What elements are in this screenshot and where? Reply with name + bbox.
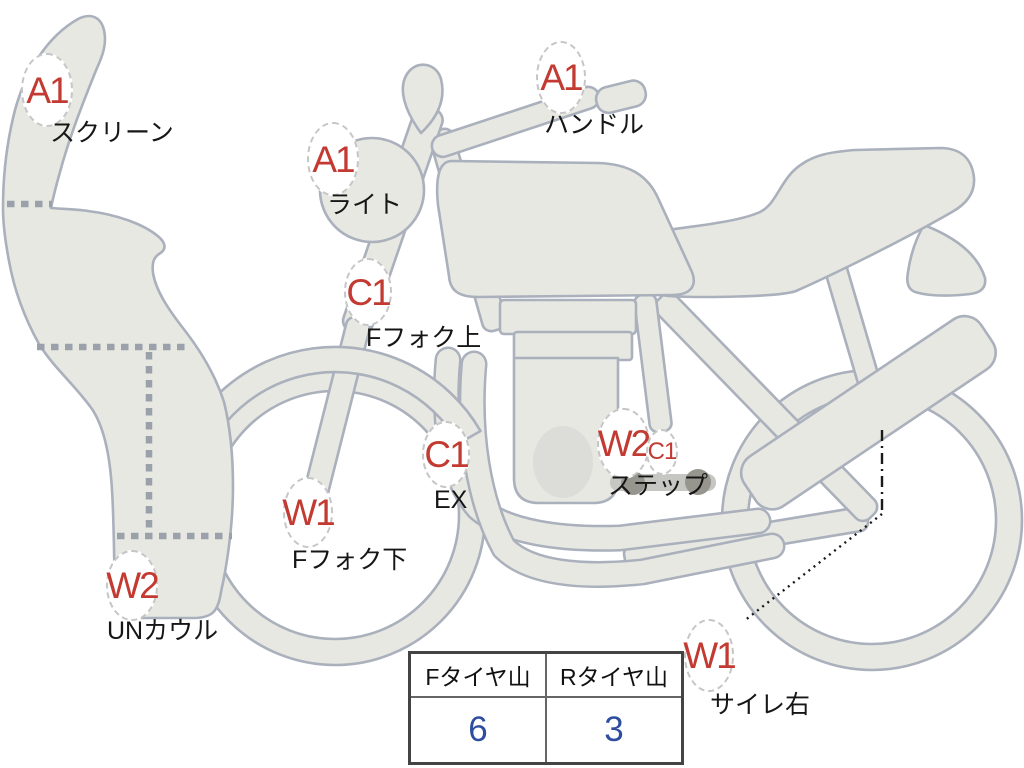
marker-bubble-step-secondary: C1: [646, 429, 678, 475]
marker-label-silencer-right: サイレ右: [710, 691, 811, 719]
marker-label-step: ステップ: [608, 472, 709, 500]
marker-label-front-fork-lower: Fフォク下: [292, 546, 408, 574]
marker-code: C1: [424, 434, 469, 475]
marker-bubble-step: W2: [597, 408, 651, 479]
marker-label-under-cowl: UNカウル: [107, 617, 219, 645]
marker-code: C1: [647, 438, 678, 465]
marker-bubble-front-fork-upper: C1: [344, 258, 392, 326]
front-fender: [171, 345, 482, 480]
marker-label-exhaust: EX: [434, 486, 468, 514]
marker-label-front-fork-upper: Fフォク上: [366, 324, 482, 352]
front-tire-header: Fタイヤ山: [408, 651, 547, 698]
fuel-tank: [435, 159, 695, 299]
marker-code: W2: [106, 565, 159, 606]
marker-code: W1: [683, 635, 736, 676]
marker-bubble-exhaust: C1: [422, 421, 470, 488]
rear-tire-header: Rタイヤ山: [545, 651, 684, 698]
marker-bubble-handlebar: A1: [536, 41, 586, 114]
marker-label-handlebar: ハンドル: [544, 111, 645, 139]
cowl-panel-lines: [7, 200, 232, 540]
leader-lines: [743, 430, 884, 622]
tail-cowl: [906, 223, 987, 297]
front-cowl: [1, 14, 235, 620]
marker-label-screen: スクリーン: [50, 119, 174, 147]
mirror: [401, 63, 444, 135]
front-tire-value: 6: [408, 696, 547, 765]
marker-code: A1: [26, 69, 69, 111]
marker-code: C1: [346, 271, 391, 313]
rear-tire-value: 3: [545, 696, 684, 765]
muffler: [739, 314, 997, 511]
marker-bubble-front-fork-lower: W1: [282, 477, 336, 548]
marker-bubble-screen: A1: [21, 53, 73, 127]
marker-label-light: ライト: [327, 191, 403, 219]
marker-code: W1: [282, 492, 335, 533]
marker-code: A1: [540, 57, 583, 98]
table-header-row: Fタイヤ山 Rタイヤ山: [408, 651, 684, 698]
handle-grip: [594, 79, 648, 115]
marker-code: W2: [597, 423, 651, 464]
front-wheel: [183, 363, 487, 667]
table-value-row: 6 3: [408, 696, 684, 765]
marker-bubble-light: A1: [307, 122, 359, 196]
marker-code: A1: [312, 138, 355, 180]
marker-bubble-under-cowl: W2: [106, 550, 160, 621]
marker-bubble-silencer-right: W1: [683, 619, 737, 692]
tire-tread-table: Fタイヤ山 Rタイヤ山 6 3: [408, 651, 684, 765]
